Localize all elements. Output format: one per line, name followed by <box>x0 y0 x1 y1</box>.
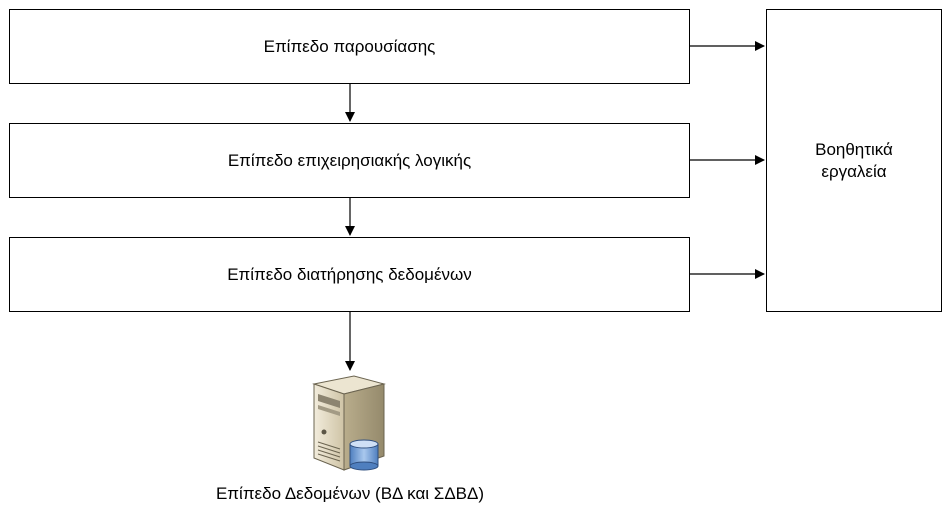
data-layer-label: Επίπεδο Δεδομένων (ΒΔ και ΣΔΒΔ) <box>215 484 485 503</box>
helper-tools-label: Βοηθητικά εργαλεία <box>815 139 893 181</box>
helper-tools-box: Βοηθητικά εργαλεία <box>766 9 942 312</box>
business-logic-layer-label: Επίπεδο επιχειρησιακής λογικής <box>227 150 472 170</box>
business-logic-layer-box: Επίπεδο επιχειρησιακής λογικής <box>9 123 690 198</box>
database-server-icon <box>312 375 386 471</box>
presentation-layer-box: Επίπεδο παρουσίασης <box>9 9 690 84</box>
persistence-layer-box: Επίπεδο διατήρησης δεδομένων <box>9 237 690 312</box>
persistence-layer-label: Επίπεδο διατήρησης δεδομένων <box>227 264 472 284</box>
presentation-layer-label: Επίπεδο παρουσίασης <box>263 36 436 56</box>
